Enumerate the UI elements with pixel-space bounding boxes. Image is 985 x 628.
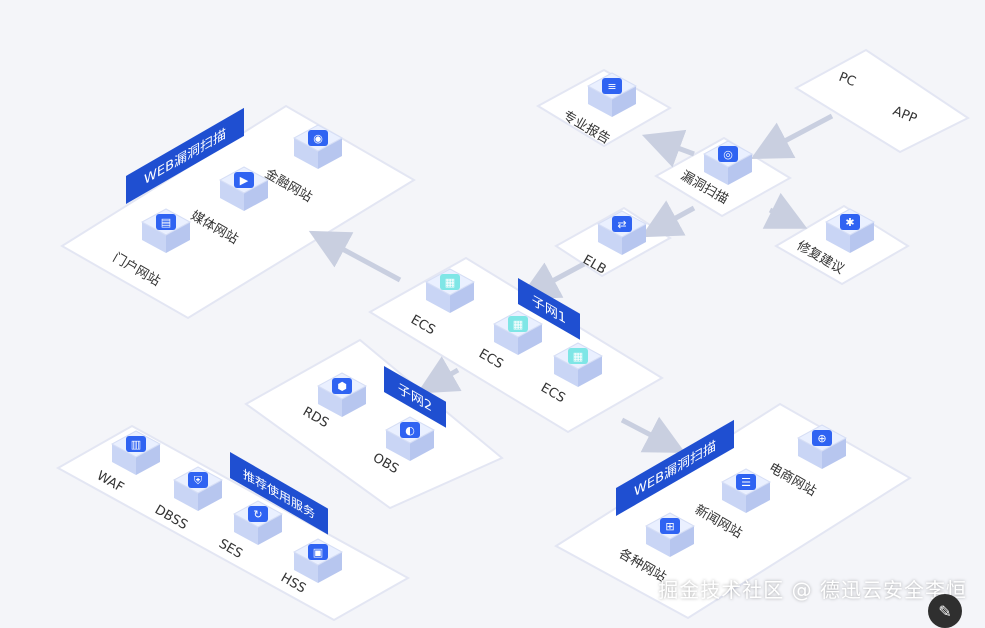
refresh-icon: ↻ bbox=[232, 500, 284, 545]
server-stack-icon-glyph: ▦ bbox=[573, 350, 583, 363]
firewall-icon: ▥ bbox=[110, 430, 162, 475]
fingerprint-icon: ◎ bbox=[702, 140, 754, 185]
storage-icon: ◐ bbox=[384, 416, 436, 461]
loadbalancer-icon-glyph: ⇄ bbox=[617, 218, 626, 231]
news-icon: ☰ bbox=[720, 468, 772, 513]
loadbalancer-icon: ⇄ bbox=[596, 210, 648, 255]
globe-icon: ◉ bbox=[292, 124, 344, 169]
host-icon: ▣ bbox=[292, 538, 344, 583]
server-stack-icon: ▦ bbox=[552, 342, 604, 387]
grid-icon: ⊞ bbox=[644, 512, 696, 557]
server-stack-icon: ▦ bbox=[424, 268, 476, 313]
report-icon: ≡ bbox=[586, 72, 638, 117]
arrow-subnet1-to-subnet2 bbox=[416, 356, 462, 394]
shield-icon: ⛨ bbox=[172, 466, 224, 511]
arrow-subnet1-to-web-bottom bbox=[620, 416, 686, 453]
globe-icon-glyph: ◉ bbox=[313, 132, 323, 145]
cart-icon: ⊕ bbox=[796, 424, 848, 469]
refresh-icon-glyph: ↻ bbox=[253, 508, 262, 521]
arrow-clients-to-scan bbox=[750, 113, 834, 160]
node-layer: ◉ ▶ ▤ ≡ ◎ ⇄ ✱ ▦ ▦ ▦ ⬢ ◐ ▥ ⛨ ↻ ▣ ⊕ ☰ ⊞ bbox=[110, 72, 876, 583]
server-stack-icon: ▦ bbox=[492, 310, 544, 355]
gear-icon-glyph: ✱ bbox=[845, 216, 854, 229]
media-icon-glyph: ▶ bbox=[240, 174, 249, 187]
shield-icon-glyph: ⛨ bbox=[194, 474, 203, 487]
report-icon-glyph: ≡ bbox=[607, 80, 616, 93]
arrow-elb-to-subnet1 bbox=[518, 261, 586, 300]
portal-icon-glyph: ▤ bbox=[161, 216, 171, 229]
arrow-scan-to-advice bbox=[762, 192, 808, 229]
cart-icon-glyph: ⊕ bbox=[817, 432, 826, 445]
database-icon-glyph: ⬢ bbox=[337, 380, 347, 393]
storage-icon-glyph: ◐ bbox=[405, 424, 415, 437]
server-stack-icon-glyph: ▦ bbox=[513, 318, 523, 331]
fingerprint-icon-glyph: ◎ bbox=[723, 148, 733, 161]
firewall-icon-glyph: ▥ bbox=[131, 438, 141, 451]
grid-icon-glyph: ⊞ bbox=[665, 520, 674, 533]
platform-subnet2 bbox=[244, 338, 504, 510]
host-icon-glyph: ▣ bbox=[313, 546, 323, 559]
media-icon: ▶ bbox=[218, 166, 270, 211]
image-action-icon[interactable]: ✎ bbox=[928, 594, 962, 628]
database-icon: ⬢ bbox=[316, 372, 368, 417]
arrow-subnet1-to-web-top bbox=[308, 230, 402, 283]
arrow-scan-to-report bbox=[641, 129, 695, 168]
watermark-text: 掘金技术社区 @ 德迅云安全李恒 bbox=[658, 578, 967, 602]
portal-icon: ▤ bbox=[140, 208, 192, 253]
gear-icon: ✱ bbox=[824, 208, 876, 253]
label-pc: PC bbox=[837, 70, 858, 90]
arrow-layer bbox=[308, 113, 834, 453]
platform-clients bbox=[794, 48, 970, 154]
news-icon-glyph: ☰ bbox=[741, 476, 751, 489]
server-stack-icon-glyph: ▦ bbox=[445, 276, 455, 289]
arrow-scan-to-elb bbox=[640, 200, 696, 238]
